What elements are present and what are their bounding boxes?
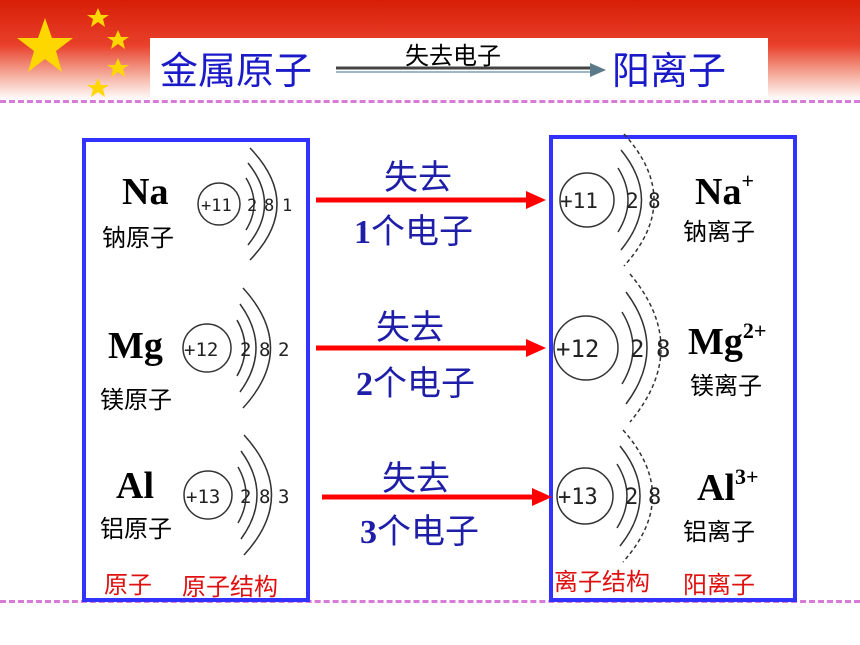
transition-3-count-label: 3个电子 [360,504,479,553]
al-ion-symbol: Al3+ [697,464,759,509]
transition-2-count: 2 [356,366,373,403]
large-star-icon [17,18,73,72]
na-ion-structure: +11 2 8 [559,133,661,267]
transition-2-count-label: 2个电子 [356,356,475,405]
transition-3-suffix: 个电子 [377,512,479,552]
transition-3-verb: 失去 [382,459,450,499]
transition-1-suffix: 个电子 [371,212,473,252]
mg-ion-structure: +12 2 8 [553,273,670,423]
transition-3-count: 3 [360,514,377,551]
al-atom-shell-2: 8 [259,486,270,508]
al-atom-nucleus: +13 [186,486,220,508]
transition-1-count: 1 [354,214,371,251]
atom-panel [82,138,310,602]
al-atom-shell-3: 3 [278,486,289,508]
na-atom-shell-2: 8 [264,196,274,216]
na-ion-shell-2: 8 [648,189,661,213]
transition-2-verb: 失去 [376,308,444,348]
mg-atom-symbol: Mg [108,325,163,367]
al-atom-symbol: Al [116,465,154,507]
footer-ion-structure-label: 离子结构 [554,568,650,596]
title-arrow-label: 失去电子 [405,42,501,70]
mg-atom-name: 镁原子 [100,386,172,414]
na-atom-name: 钠原子 [102,224,174,252]
mg-ion-symbol: Mg2+ [688,318,767,363]
al-ion-charge: 3+ [735,464,759,489]
na-ion-nucleus: +11 [560,189,598,213]
mg-ion-charge: 2+ [742,318,767,343]
mg-ion-shell-2: 8 [656,335,670,363]
na-ion-symbol: Na+ [695,168,754,213]
transition-1-count-label: 1个电子 [354,204,473,253]
na-atom-structure: +11 2 8 1 [197,147,292,261]
mg-atom-shell-1: 2 [240,339,251,361]
al-atom-name: 铝原子 [100,515,172,543]
bottom-dashed-divider [0,600,860,603]
na-atom-symbol: Na [122,171,169,213]
al-ion-structure: +13 2 8 [556,429,661,563]
na-atom-shell-1: 2 [247,196,257,216]
footer-cation-label: 阳离子 [683,571,755,599]
title-cation: 阳离子 [612,49,727,93]
mg-atom-structure: +12 2 8 2 [182,287,289,409]
top-dashed-divider [0,100,860,103]
al-ion-shell-1: 2 [625,485,638,510]
na-ion-shell-1: 2 [626,189,639,213]
transition-arrow-1 [316,191,546,209]
al-ion-nucleus: +13 [558,485,598,510]
mg-ion-name: 镁离子 [690,372,762,400]
na-ion-name: 钠离子 [683,218,755,246]
al-atom-shell-1: 2 [240,486,251,508]
title-metal-atom: 金属原子 [160,49,313,93]
transition-arrow-2 [316,339,546,357]
na-atom-nucleus: +11 [201,196,232,216]
al-ion-shell-2: 8 [648,485,661,510]
transition-1-verb: 失去 [384,158,452,198]
small-star-icon [87,78,109,97]
transition-2-suffix: 个电子 [373,364,475,404]
small-star-icon [87,8,109,27]
na-ion-charge: + [741,168,754,193]
mg-ion-nucleus: +12 [556,335,599,363]
al-ion-name: 铝离子 [683,518,755,546]
transition-arrow-3 [322,488,552,506]
footer-atom-label: 原子 [104,571,152,599]
small-star-icon [107,30,129,49]
small-star-icon [107,58,129,77]
na-atom-shell-3: 1 [282,196,292,216]
mg-atom-shell-3: 2 [278,339,289,361]
ion-panel [549,135,797,602]
mg-atom-nucleus: +12 [184,339,218,361]
footer-atom-structure-label: 原子结构 [182,573,278,601]
mg-ion-shell-1: 2 [630,335,644,363]
al-atom-structure: +13 2 8 3 [183,434,289,556]
mg-atom-shell-2: 8 [259,339,270,361]
